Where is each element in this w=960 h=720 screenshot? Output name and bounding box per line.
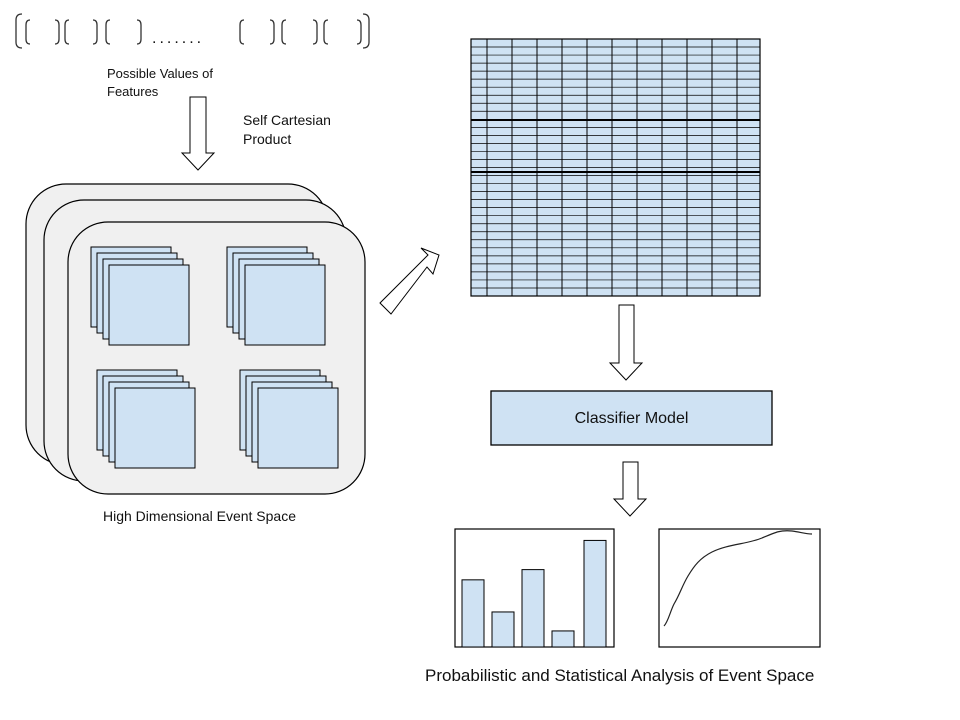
bar-3 (521, 569, 545, 648)
bar-2 (491, 611, 515, 648)
event-space-stack (25, 183, 366, 495)
event-matrix (470, 38, 761, 297)
cube-stacks (90, 246, 339, 469)
cdf-curve (663, 530, 813, 627)
cube-layer (257, 387, 339, 469)
cartesian-product-label: Self Cartesian Product (243, 112, 331, 147)
bar-4 (551, 630, 575, 648)
to-classifier-arrow (608, 304, 644, 381)
curve-chart-panel (658, 528, 821, 648)
bar-5 (583, 539, 607, 648)
to-analysis-arrow (612, 461, 648, 517)
classifier-model-label: Classifier Model (574, 410, 689, 427)
bar-chart-bars (461, 539, 607, 648)
cube-layer (244, 264, 326, 346)
bar-1 (461, 579, 485, 648)
cartesian-arrow (180, 96, 216, 171)
cube-layer (114, 387, 196, 469)
classifier-model-box (490, 390, 773, 446)
cube-layer (108, 264, 190, 346)
ellipsis: ....... (152, 30, 205, 47)
analysis-label: Probabilistic and Statistical Analysis o… (425, 666, 815, 685)
feature-value-brackets (15, 13, 370, 49)
to-matrix-arrow (379, 247, 440, 315)
feature-values-label: Possible Values of Features (107, 66, 213, 99)
event-space-label: High Dimensional Event Space (103, 508, 296, 524)
